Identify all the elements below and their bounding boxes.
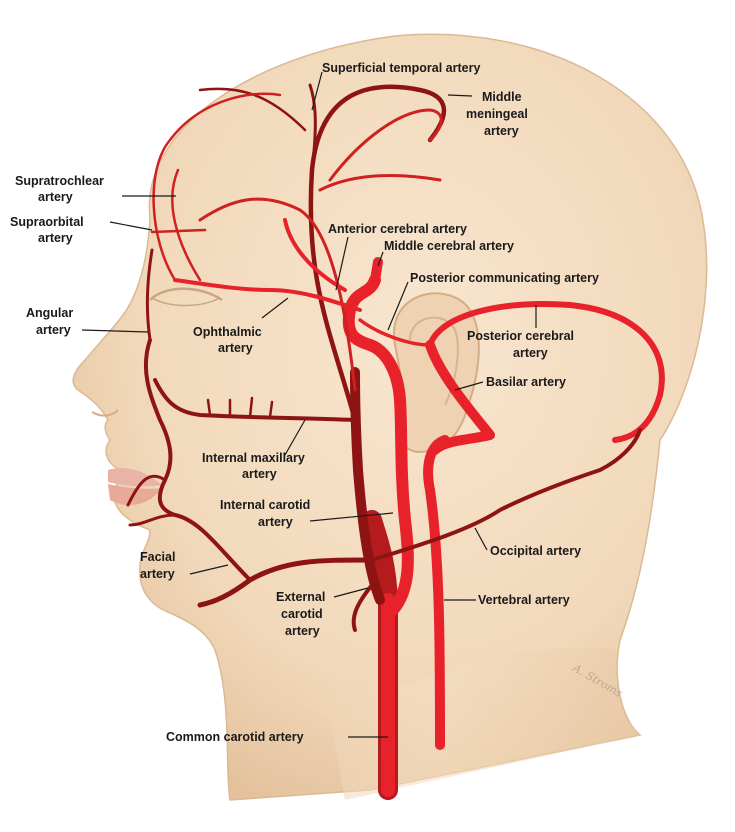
labels: Superficial temporal artery Middle menin… <box>10 61 625 744</box>
ophthalmic-vessel <box>173 278 362 312</box>
artery-network <box>126 83 665 800</box>
leader-lines <box>81 71 537 738</box>
label-common-carotid: Common carotid artery <box>166 730 304 744</box>
label-anterior-cerebral: Anterior cerebral artery <box>328 222 467 236</box>
internal-maxillary-vessel <box>153 378 357 422</box>
superficial-temporal-vessel <box>308 84 447 423</box>
angular-vessel <box>145 248 154 342</box>
basilar-vessel <box>425 340 495 455</box>
label-internal-carotid-2: artery <box>258 515 293 529</box>
label-angular-2: artery <box>36 323 71 337</box>
label-ophthalmic-1: Ophthalmic <box>193 325 262 339</box>
label-middle-meningeal-1: Middle <box>482 90 522 104</box>
label-posterior-cerebral-1: Posterior cerebral <box>467 329 574 343</box>
head-silhouette <box>72 33 708 801</box>
label-superficial-temporal: Superficial temporal artery <box>322 61 480 75</box>
label-middle-meningeal-3: artery <box>484 124 519 138</box>
label-vertebral: Vertebral artery <box>478 593 570 607</box>
label-facial-1: Facial <box>140 550 175 564</box>
occipital-vessel <box>370 428 642 562</box>
label-supraorbital-2: artery <box>38 231 73 245</box>
nostril <box>91 409 119 417</box>
label-supratrochlear-1: Supratrochlear <box>15 174 104 188</box>
facial-vessel <box>197 557 371 608</box>
label-internal-maxillary-2: artery <box>242 467 277 481</box>
supraorbital-vessel <box>171 168 202 282</box>
external-carotid-vessel <box>350 367 385 605</box>
middle-cerebral-vessel <box>370 257 383 285</box>
posterior-communicating-vessel <box>358 318 432 347</box>
posterior-cerebral-vessel <box>427 301 665 443</box>
label-ophthalmic-2: artery <box>218 341 253 355</box>
label-middle-cerebral: Middle cerebral artery <box>384 239 514 253</box>
label-middle-meningeal-2: meningeal <box>466 107 528 121</box>
label-basilar: Basilar artery <box>486 375 566 389</box>
eye <box>149 287 223 307</box>
label-internal-carotid-1: Internal carotid <box>220 498 310 512</box>
label-external-carotid-2: carotid <box>281 607 323 621</box>
anterior-cerebral-vessel <box>283 218 347 292</box>
label-occipital: Occipital artery <box>490 544 581 558</box>
internal-carotid-vessel <box>342 274 414 616</box>
label-internal-maxillary-1: Internal maxillary <box>202 451 305 465</box>
label-posterior-communicating: Posterior communicating artery <box>410 271 599 285</box>
label-posterior-cerebral-2: artery <box>513 346 548 360</box>
label-facial-2: artery <box>140 567 175 581</box>
middle-meningeal-vessel <box>198 197 357 392</box>
label-external-carotid-1: External <box>276 590 325 604</box>
supratrochlear-vessel <box>152 92 282 282</box>
vertebral-vessel <box>423 435 450 750</box>
label-angular-1: Angular <box>26 306 73 320</box>
label-external-carotid-3: artery <box>285 624 320 638</box>
label-supraorbital-1: Supraorbital <box>10 215 84 229</box>
label-supratrochlear-2: artery <box>38 190 73 204</box>
